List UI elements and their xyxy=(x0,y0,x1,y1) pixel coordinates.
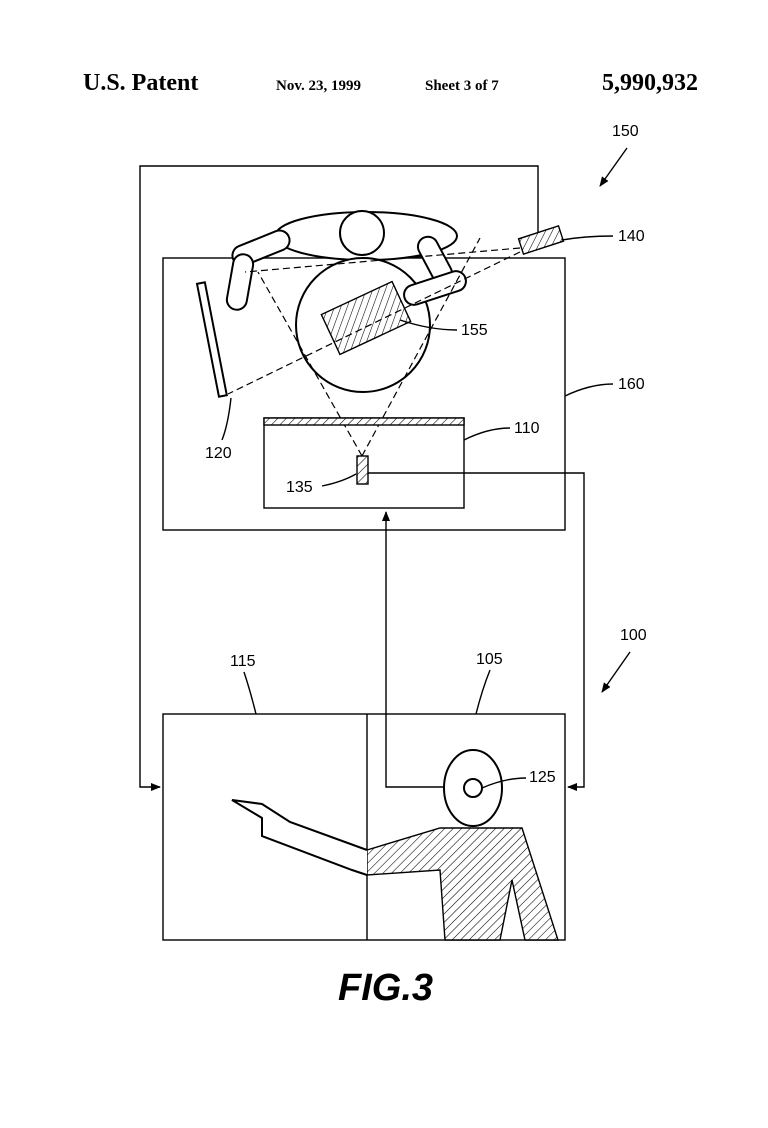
hatched-tablet-155 xyxy=(320,280,412,356)
svg-text:110: 110 xyxy=(514,420,540,437)
figure-caption: FIG.3 xyxy=(338,967,433,1009)
ref-120: 120 xyxy=(205,397,232,462)
svg-text:100: 100 xyxy=(620,627,647,644)
element-135 xyxy=(356,455,369,485)
ref-100: 100 xyxy=(601,627,647,693)
ref-155: 155 xyxy=(399,319,488,339)
header-patent-number: 5,990,932 xyxy=(602,70,698,96)
device-box-110-top-strip xyxy=(263,417,465,426)
svg-text:140: 140 xyxy=(618,228,645,245)
svg-text:160: 160 xyxy=(618,376,645,393)
display-box xyxy=(162,713,566,941)
svg-text:125: 125 xyxy=(529,769,556,786)
header-date: Nov. 23, 1999 xyxy=(276,78,362,94)
ref-110: 110 xyxy=(463,420,540,441)
svg-text:150: 150 xyxy=(612,123,639,140)
ref-160: 160 xyxy=(564,376,645,397)
ref-140: 140 xyxy=(561,228,645,245)
svg-text:115: 115 xyxy=(230,653,256,670)
user-head xyxy=(339,210,385,256)
screen-120 xyxy=(195,281,228,398)
ref-115: 115 xyxy=(230,653,257,715)
right-arm xyxy=(403,235,467,306)
camera-view-lines xyxy=(227,247,521,395)
center-signal-line xyxy=(382,511,459,788)
svg-text:135: 135 xyxy=(286,479,313,496)
svg-text:105: 105 xyxy=(476,651,503,668)
ref-150: 150 xyxy=(599,123,639,187)
svg-text:155: 155 xyxy=(461,322,488,339)
remote-person xyxy=(231,749,559,941)
header-sheet-number: Sheet 3 of 7 xyxy=(425,78,499,94)
ref-125: 125 xyxy=(481,769,556,789)
ref-105: 105 xyxy=(475,651,503,715)
header-patent-label: U.S. Patent xyxy=(83,70,199,96)
left-feedback-line xyxy=(139,165,539,791)
right-signal-line xyxy=(368,472,585,791)
svg-text:120: 120 xyxy=(205,445,232,462)
ref-135: 135 xyxy=(286,473,357,496)
left-arm xyxy=(225,229,291,311)
camera-140 xyxy=(517,225,565,255)
